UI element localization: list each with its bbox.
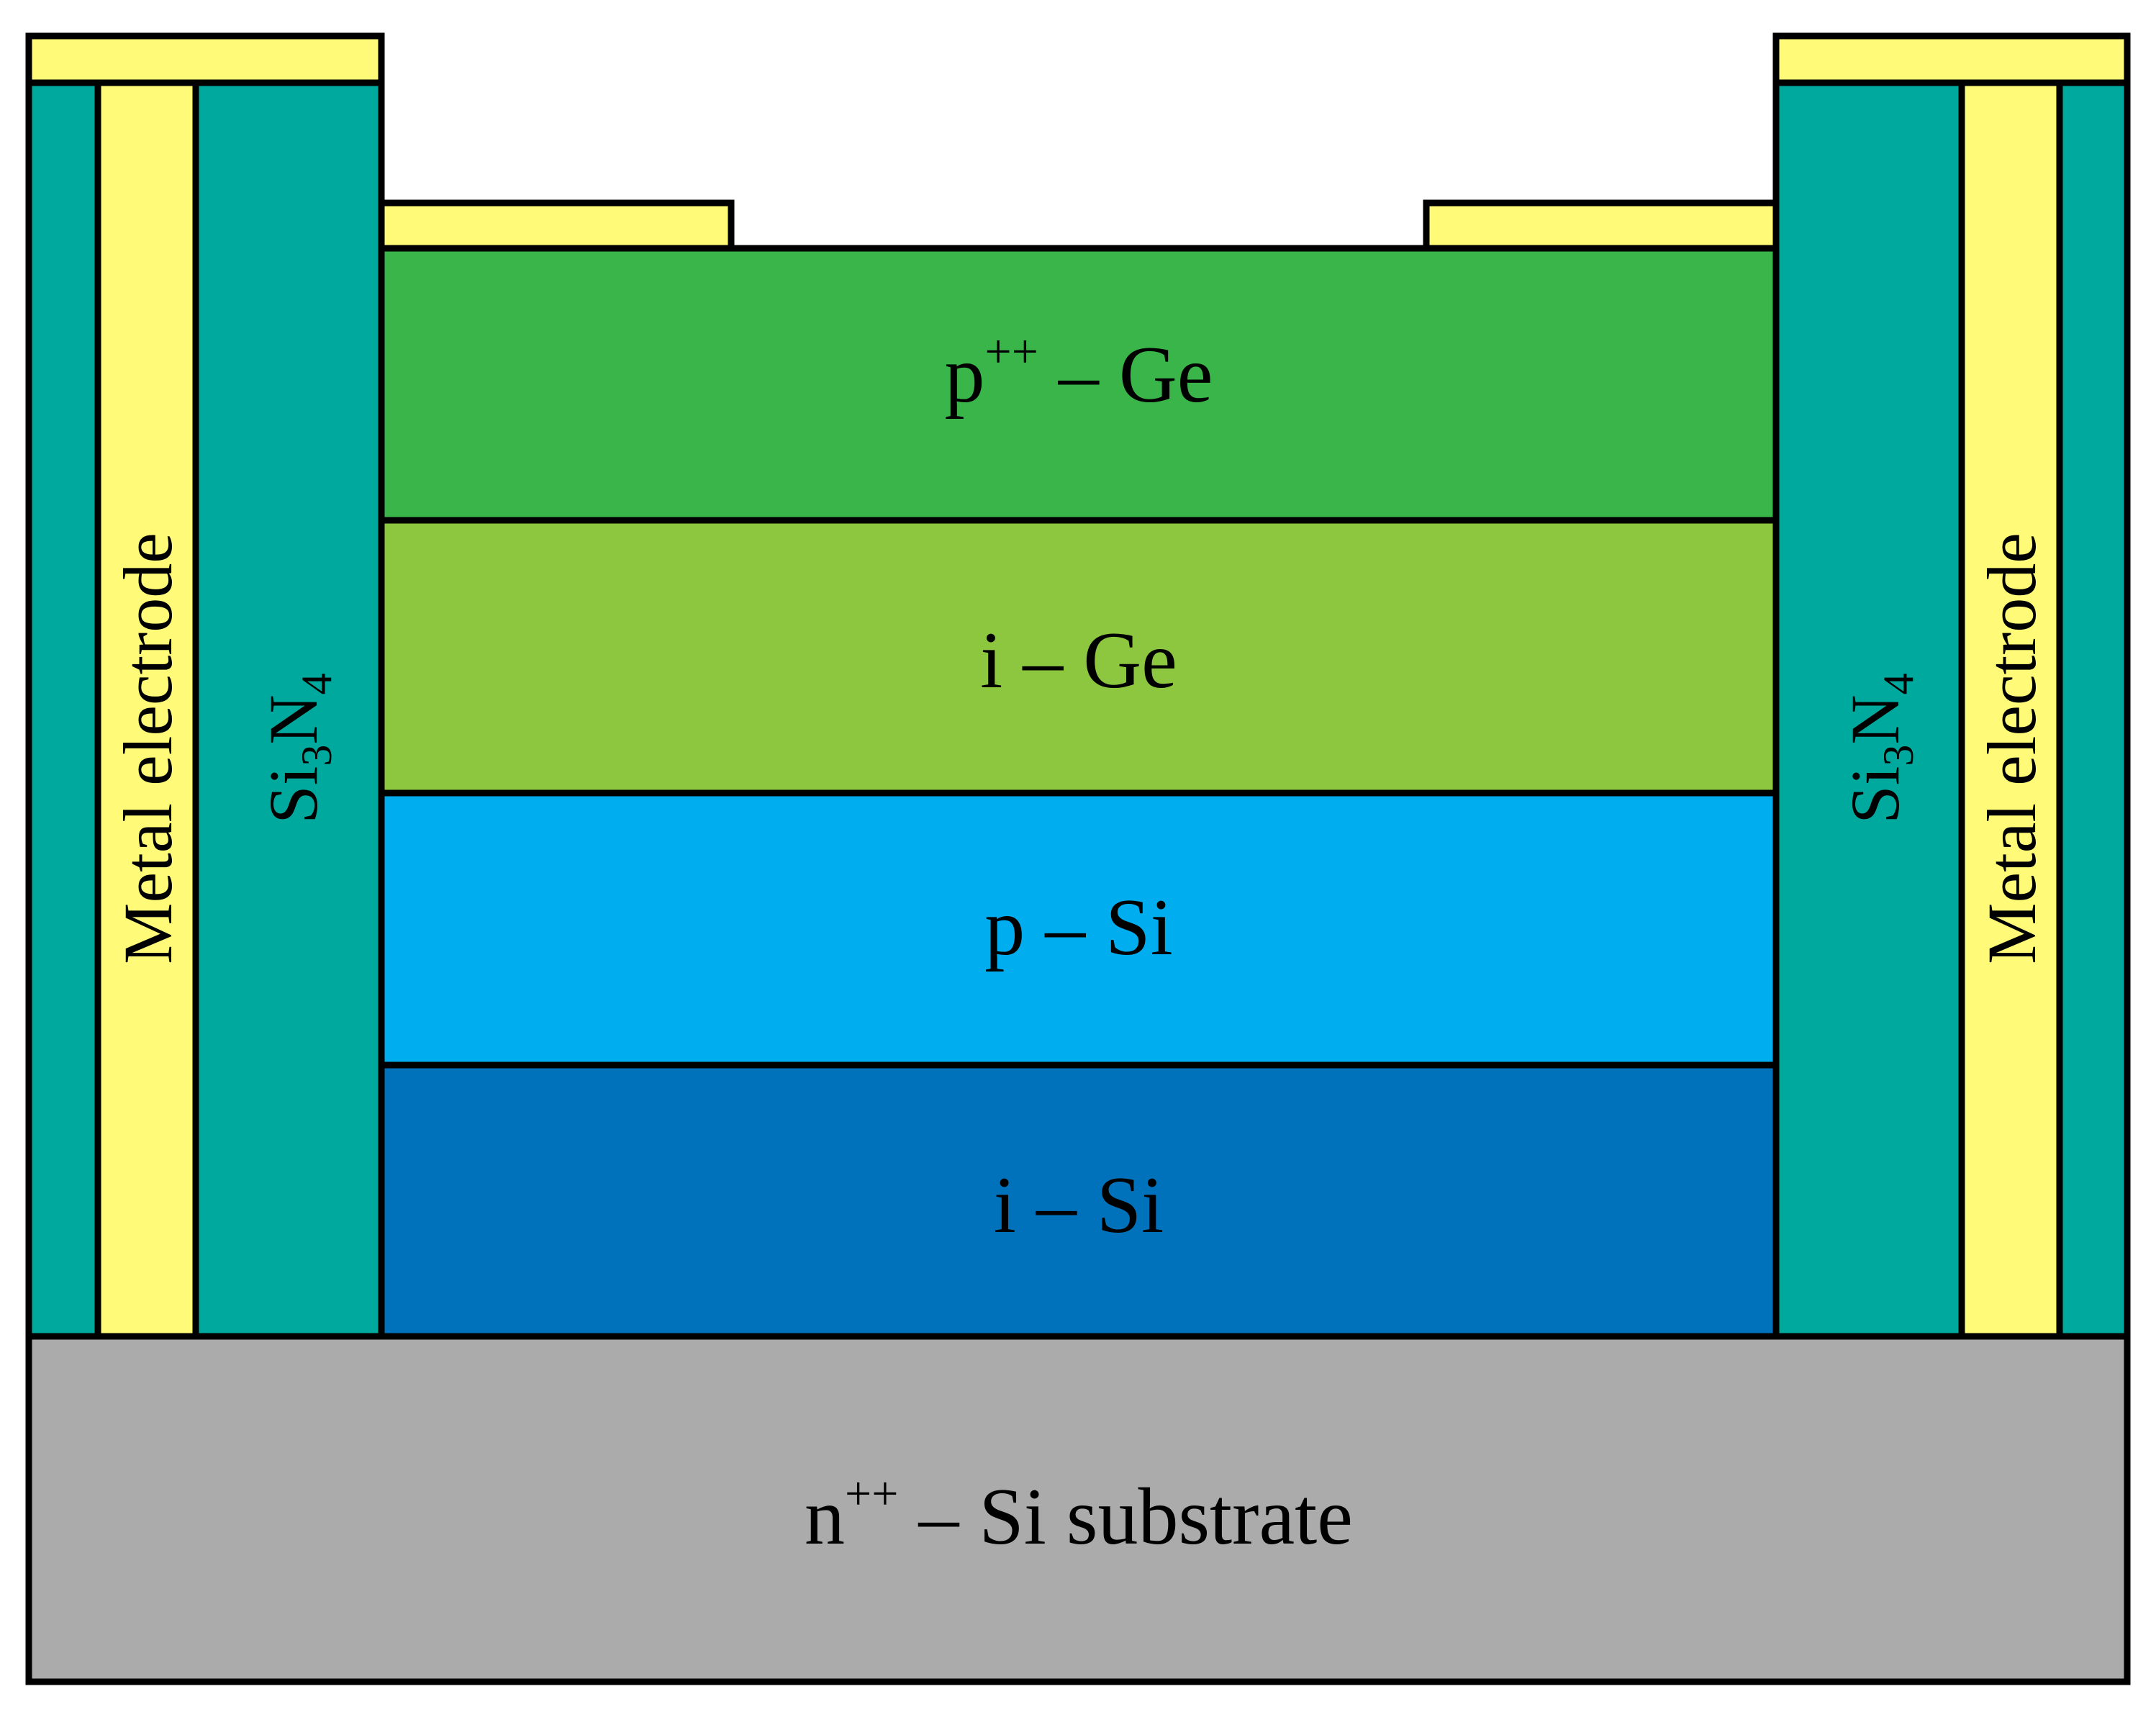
left-si3n4-outer-block (25, 79, 101, 1340)
substrate-label-base: n (805, 1472, 845, 1562)
left-si3n4-block (192, 79, 385, 1340)
i-si-label: i – Si (994, 1161, 1164, 1250)
p-si-layer (378, 789, 1780, 1069)
left-si3n4-sub2: 4 (293, 673, 340, 694)
p-ge-label-rest: – Ge (1038, 330, 1213, 420)
substrate-layer (25, 1333, 2131, 1685)
right-metal-electrode-label: Metal electrode (1973, 533, 2050, 964)
p-ge-label-sup: ++ (984, 325, 1038, 378)
left-metal-electrode-stem (94, 79, 199, 1340)
left-si3n4-b: N (255, 694, 332, 744)
p-ge-label-base: p (944, 330, 984, 420)
left-si3n4-a: Si (255, 766, 332, 824)
substrate-label: n++ – Si substrate (805, 1467, 1353, 1562)
left-metal-electrode-label: Metal electrode (109, 533, 186, 964)
left-top-contact (378, 199, 735, 252)
left-metal-electrode-cap (25, 32, 385, 86)
substrate-label-rest: – Si substrate (898, 1472, 1353, 1562)
p-ge-label: p++ – Ge (944, 325, 1213, 420)
i-ge-label: i – Ge (980, 616, 1177, 705)
left-si3n4-label: Si3N4 (255, 673, 340, 823)
substrate-label-sup: ++ (845, 1467, 898, 1520)
right-metal-electrode-stem (1958, 79, 2063, 1340)
right-si3n4-sub2: 4 (1875, 673, 1922, 694)
right-si3n4-sub1: 3 (1875, 745, 1922, 766)
right-si3n4-outer-block (2056, 79, 2131, 1340)
right-top-contact (1423, 199, 1780, 252)
right-si3n4-b: N (1836, 694, 1913, 744)
i-si-layer (378, 1061, 1780, 1340)
left-si3n4-sub1: 3 (293, 745, 340, 766)
right-si3n4-a: Si (1836, 766, 1913, 824)
right-si3n4-label: Si3N4 (1836, 673, 1922, 823)
i-ge-layer (378, 517, 1780, 797)
p-ge-layer (378, 245, 1780, 524)
p-si-label: p – Si (984, 883, 1172, 972)
right-metal-electrode-cap (1772, 32, 2131, 86)
